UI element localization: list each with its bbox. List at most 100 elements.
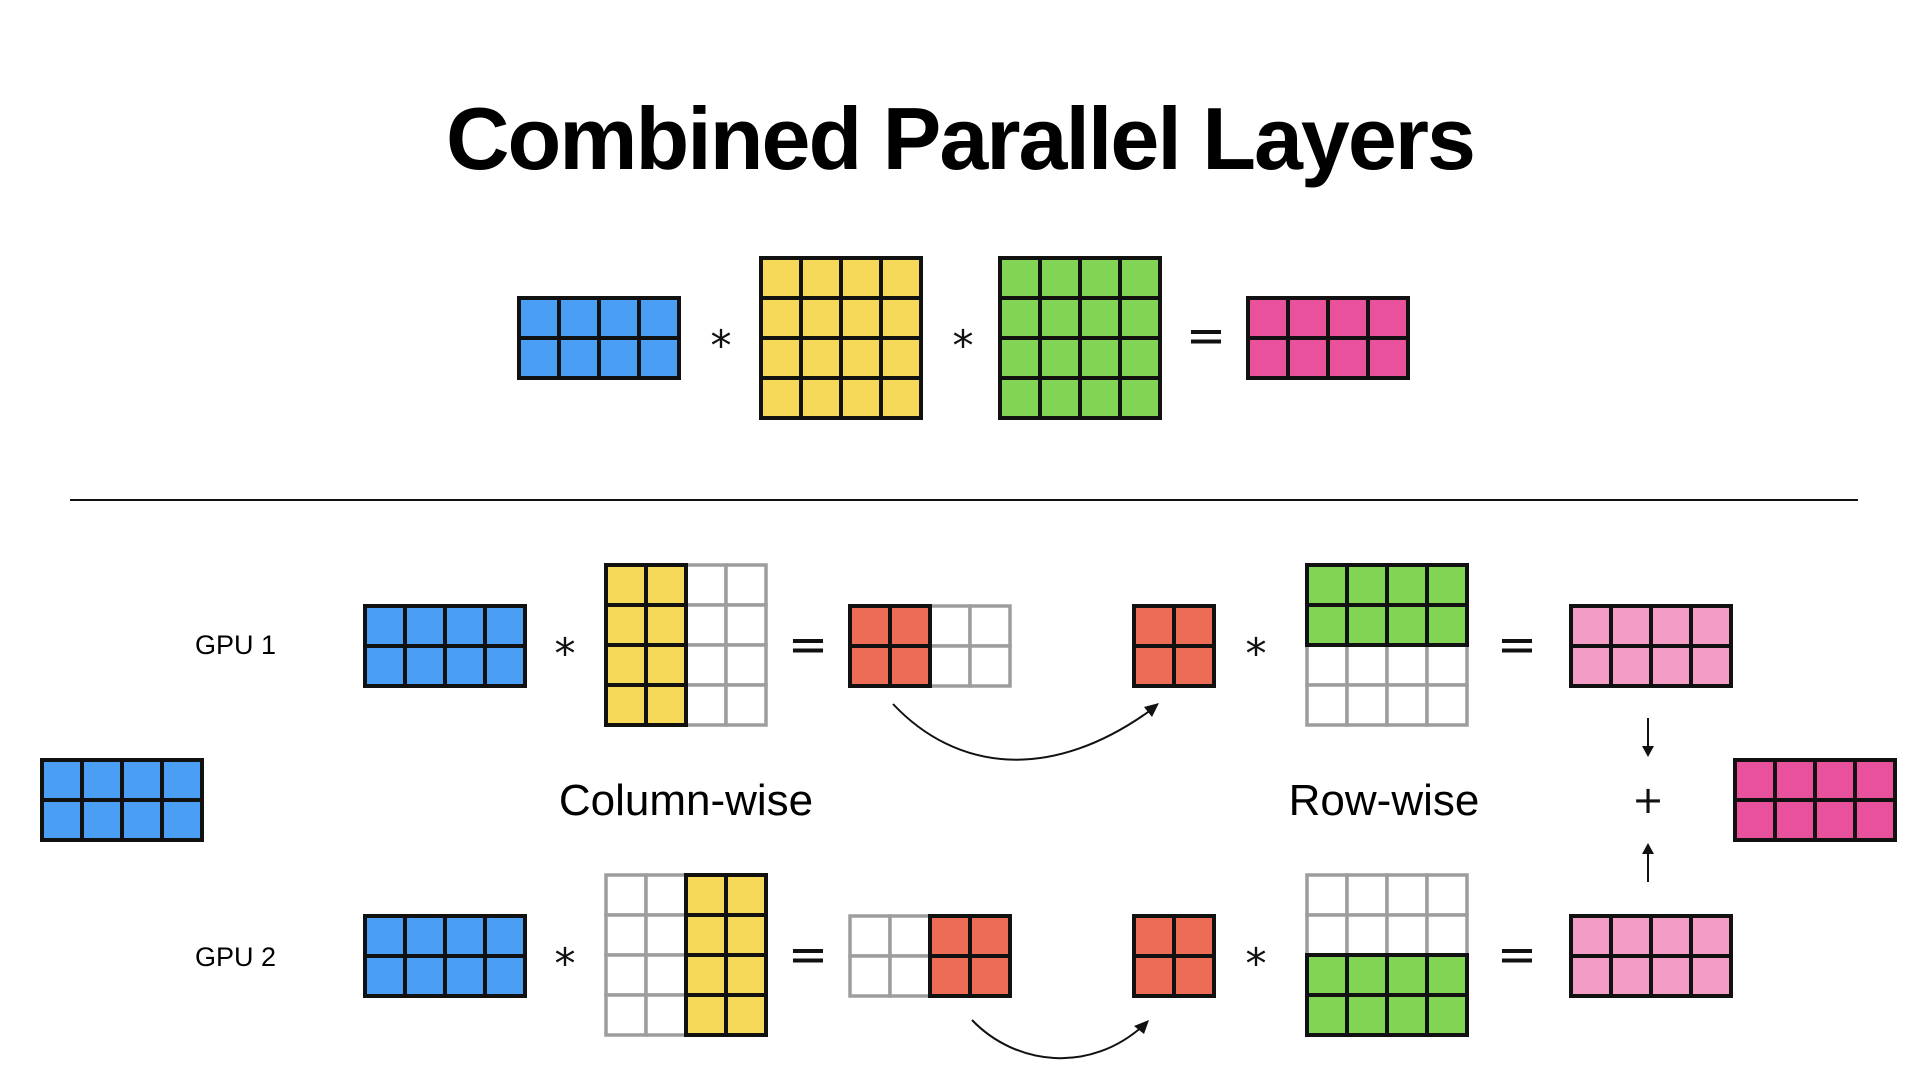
matrix-cell — [40, 798, 84, 842]
matrix-cell — [839, 376, 883, 420]
input-matrix — [363, 914, 527, 998]
matrix-cell — [1853, 758, 1897, 802]
matrix-cell — [80, 758, 124, 802]
matrix-cell — [968, 914, 1012, 958]
matrix-cell — [848, 644, 892, 688]
matrix-cell — [604, 683, 648, 727]
weight-shard-rows — [1305, 873, 1469, 1037]
matrix-cell — [644, 993, 688, 1037]
matrix-cell — [363, 954, 407, 998]
matrix-cell — [1118, 336, 1162, 380]
matrix-cell — [1425, 563, 1469, 607]
matrix-cell — [799, 336, 843, 380]
gpu-2-label: GPU 2 — [195, 942, 276, 972]
weight-matrix-b — [998, 256, 1162, 420]
matrix-cell — [724, 913, 768, 957]
column-wise-label: Column-wise — [559, 776, 813, 825]
matrix-cell — [604, 873, 648, 917]
matrix-cell — [759, 296, 803, 340]
matrix-cell — [1385, 603, 1429, 647]
matrix-cell — [644, 873, 688, 917]
matrix-cell — [1305, 603, 1349, 647]
matrix-cell — [644, 953, 688, 997]
equals-operator: = — [1497, 927, 1537, 983]
multiply-operator: * — [1246, 939, 1267, 988]
input-matrix — [40, 758, 204, 842]
row-wise-label: Row-wise — [1289, 776, 1480, 825]
matrix-cell — [724, 643, 768, 687]
matrix-cell — [724, 683, 768, 727]
matrix-cell — [1326, 336, 1370, 380]
matrix-cell — [684, 953, 728, 997]
partial-output-matrix — [1569, 914, 1733, 998]
matrix-cell — [1385, 953, 1429, 997]
matrix-cell — [1305, 913, 1349, 957]
matrix-cell — [1425, 873, 1469, 917]
matrix-cell — [799, 296, 843, 340]
matrix-cell — [1649, 954, 1693, 998]
matrix-cell — [557, 296, 601, 340]
matrix-cell — [604, 603, 648, 647]
matrix-cell — [1689, 954, 1733, 998]
matrix-cell — [1773, 798, 1817, 842]
partial-output-matrix — [1569, 604, 1733, 688]
matrix-cell — [1569, 914, 1613, 958]
matrix-cell — [443, 914, 487, 958]
matrix-cell — [644, 563, 688, 607]
matrix-cell — [1246, 296, 1290, 340]
matrix-cell — [1813, 758, 1857, 802]
matrix-cell — [1366, 336, 1410, 380]
page-title: Combined Parallel Layers — [446, 89, 1476, 188]
matrix-cell — [724, 563, 768, 607]
multiply-operator: * — [711, 321, 732, 370]
matrix-cell — [597, 336, 641, 380]
matrix-cell — [160, 758, 204, 802]
matrix-cell — [1172, 604, 1216, 648]
matrix-cell — [1305, 953, 1349, 997]
gpu-1-label: GPU 1 — [195, 630, 276, 660]
matrix-cell — [879, 256, 923, 300]
input-matrix — [363, 604, 527, 688]
matrix-cell — [483, 954, 527, 998]
matrix-cell — [1345, 953, 1389, 997]
matrix-cell — [604, 563, 648, 607]
matrix-cell — [1118, 256, 1162, 300]
matrix-cell — [604, 953, 648, 997]
matrix-cell — [443, 954, 487, 998]
matrix-cell — [1773, 758, 1817, 802]
matrix-cell — [120, 798, 164, 842]
matrix-cell — [968, 954, 1012, 998]
matrix-cell — [1305, 683, 1349, 727]
output-matrix — [1733, 758, 1897, 842]
matrix-cell — [1345, 563, 1389, 607]
matrix-cell — [1689, 604, 1733, 648]
matrix-cell — [799, 256, 843, 300]
matrix-cell — [1345, 643, 1389, 687]
matrix-cell — [684, 873, 728, 917]
arrow-down-icon — [1642, 718, 1654, 757]
matrix-cell — [1132, 914, 1176, 958]
matrix-cell — [928, 914, 972, 958]
matrix-cell — [684, 993, 728, 1037]
matrix-cell — [1345, 683, 1389, 727]
matrix-cell — [483, 604, 527, 648]
matrix-cell — [998, 296, 1042, 340]
matrix-cell — [1078, 296, 1122, 340]
matrix-cell — [604, 993, 648, 1037]
matrix-cell — [879, 336, 923, 380]
matrix-cell — [724, 953, 768, 997]
matrix-cell — [1853, 798, 1897, 842]
matrix-cell — [557, 336, 601, 380]
matrix-cell — [839, 256, 883, 300]
matrix-cell — [1385, 873, 1429, 917]
matrix-cell — [1733, 798, 1777, 842]
matrix-cell — [879, 296, 923, 340]
matrix-cell — [637, 296, 681, 340]
intermediate-shard — [1132, 914, 1216, 998]
matrix-cell — [517, 296, 561, 340]
matrix-cell — [998, 376, 1042, 420]
matrix-cell — [1425, 913, 1469, 957]
matrix-cell — [1345, 913, 1389, 957]
intermediate-shard — [1132, 604, 1216, 688]
matrix-cell — [1305, 993, 1349, 1037]
